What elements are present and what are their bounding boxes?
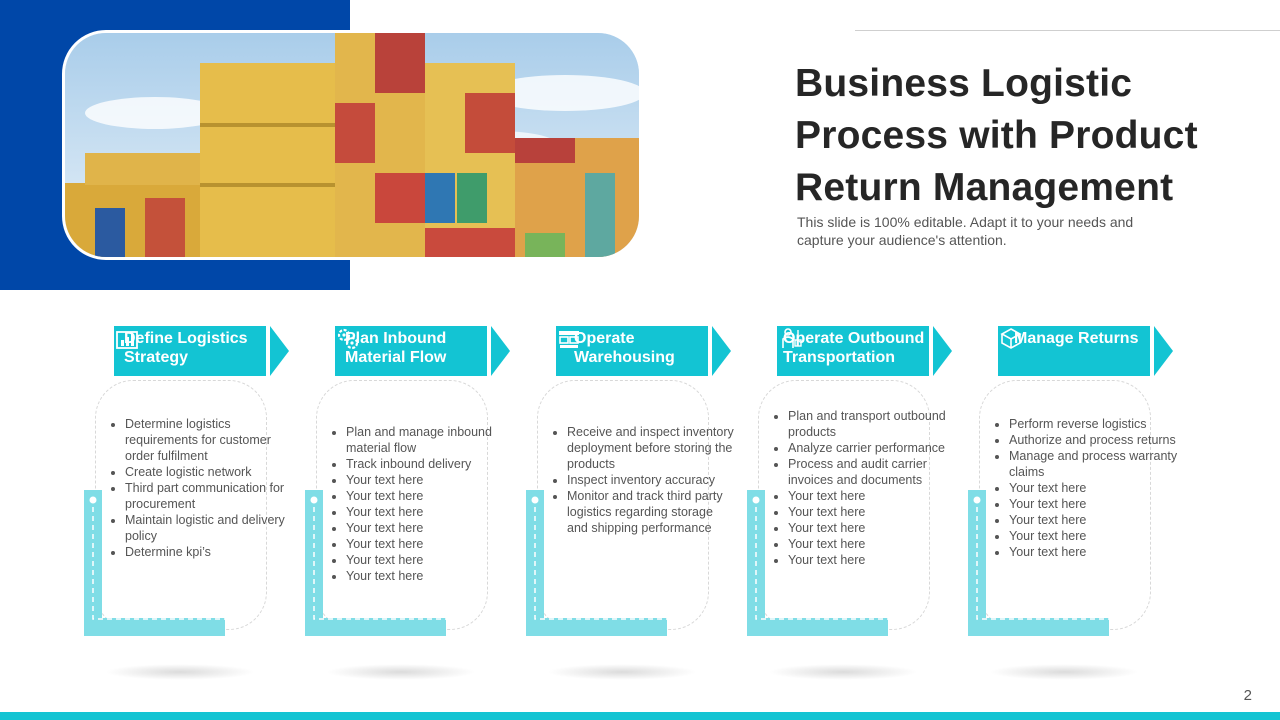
bullet-item: Your text here xyxy=(788,536,958,552)
step-title: Define Logistics Strategy xyxy=(124,330,248,366)
bullet-item: Third part communication for procurement xyxy=(125,480,295,512)
bullet-item: Perform reverse logistics xyxy=(1009,416,1179,432)
step-bracket xyxy=(747,490,888,636)
bullet-item: Process and audit carrier invoices and d… xyxy=(788,456,958,488)
return-box-icon xyxy=(1000,328,1022,349)
step-title: Operate Outbound Transportation xyxy=(783,330,925,366)
process-step-2: Plan Inbound Material Flow Plan and mana… xyxy=(304,320,510,680)
bullet-item: Track inbound delivery xyxy=(346,456,516,472)
bullet-item: Your text here xyxy=(1009,480,1179,496)
shipping-containers-photo xyxy=(62,30,642,260)
page-number: 2 xyxy=(1243,687,1252,704)
bullet-item: Your text here xyxy=(346,536,516,552)
bullet-item: Your text here xyxy=(1009,496,1179,512)
process-step-5: Manage Returns Perform reverse logistics… xyxy=(967,320,1177,680)
step-title: Manage Returns xyxy=(1014,330,1139,347)
bottom-accent-bar xyxy=(0,712,1280,720)
process-step-1: Define Logistics Strategy Determine logi… xyxy=(83,320,289,680)
step-bullets: Determine logistics requirements for cus… xyxy=(107,416,295,560)
step-bullets: Perform reverse logistics Authorize and … xyxy=(991,416,1179,560)
bullet-item: Your text here xyxy=(346,504,516,520)
bullet-item: Inspect inventory accuracy xyxy=(567,472,737,488)
step-header: Operate Warehousing xyxy=(556,326,731,376)
step-bullets: Receive and inspect inventory deployment… xyxy=(549,424,737,536)
bullet-item: Your text here xyxy=(346,568,516,584)
step-shadow xyxy=(768,664,918,680)
bullet-item: Your text here xyxy=(788,520,958,536)
process-step-4: Operate Outbound Transportation Plan and… xyxy=(746,320,952,680)
bullet-item: Your text here xyxy=(1009,544,1179,560)
step-bullets: Plan and manage inbound material flow Tr… xyxy=(328,424,516,584)
step-bullets: Plan and transport outbound products Ana… xyxy=(770,408,958,568)
bullet-item: Plan and manage inbound material flow xyxy=(346,424,516,456)
step-shadow xyxy=(989,664,1139,680)
step-shadow xyxy=(326,664,476,680)
step-header: Plan Inbound Material Flow xyxy=(335,326,510,376)
gears-icon xyxy=(337,328,359,350)
bullet-item: Determine logistics requirements for cus… xyxy=(125,416,295,464)
bullet-item: Your text here xyxy=(788,552,958,568)
step-bracket xyxy=(968,490,1109,636)
bullet-item: Authorize and process returns xyxy=(1009,432,1179,448)
step-bracket xyxy=(526,490,667,636)
delivery-person-icon xyxy=(782,328,802,348)
step-bracket xyxy=(305,490,446,636)
step-shadow xyxy=(105,664,255,680)
page-title: Business Logistic Process with Product R… xyxy=(795,62,1198,209)
bullet-item: Your text here xyxy=(1009,528,1179,544)
strategy-chart-icon xyxy=(116,331,138,349)
warehouse-icon xyxy=(559,331,579,348)
step-header: Define Logistics Strategy xyxy=(114,326,289,376)
top-divider xyxy=(855,30,1280,31)
bullet-item: Determine kpi’s xyxy=(125,544,295,560)
bullet-item: Analyze carrier performance xyxy=(788,440,958,456)
process-step-3: Operate Warehousing Receive and inspect … xyxy=(525,320,734,680)
page-subtitle: This slide is 100% editable. Adapt it to… xyxy=(797,214,1134,248)
bullet-item: Your text here xyxy=(346,488,516,504)
bullet-item: Your text here xyxy=(788,504,958,520)
step-title: Plan Inbound Material Flow xyxy=(345,330,447,366)
bullet-item: Manage and process warranty claims xyxy=(1009,448,1179,480)
bullet-item: Receive and inspect inventory deployment… xyxy=(567,424,737,472)
bullet-item: Your text here xyxy=(788,488,958,504)
bullet-item: Your text here xyxy=(1009,512,1179,528)
step-title: Operate Warehousing xyxy=(574,330,675,366)
bullet-item: Plan and transport outbound products xyxy=(788,408,958,440)
bullet-item: Monitor and track third party logistics … xyxy=(567,488,737,536)
bullet-item: Your text here xyxy=(346,472,516,488)
step-shadow xyxy=(547,664,697,680)
bullet-item: Your text here xyxy=(346,552,516,568)
step-header: Manage Returns xyxy=(998,326,1173,376)
bullet-item: Your text here xyxy=(346,520,516,536)
bullet-item: Maintain logistic and delivery policy xyxy=(125,512,295,544)
step-bracket xyxy=(84,490,225,636)
bullet-item: Create logistic network xyxy=(125,464,295,480)
step-header: Operate Outbound Transportation xyxy=(777,326,952,376)
